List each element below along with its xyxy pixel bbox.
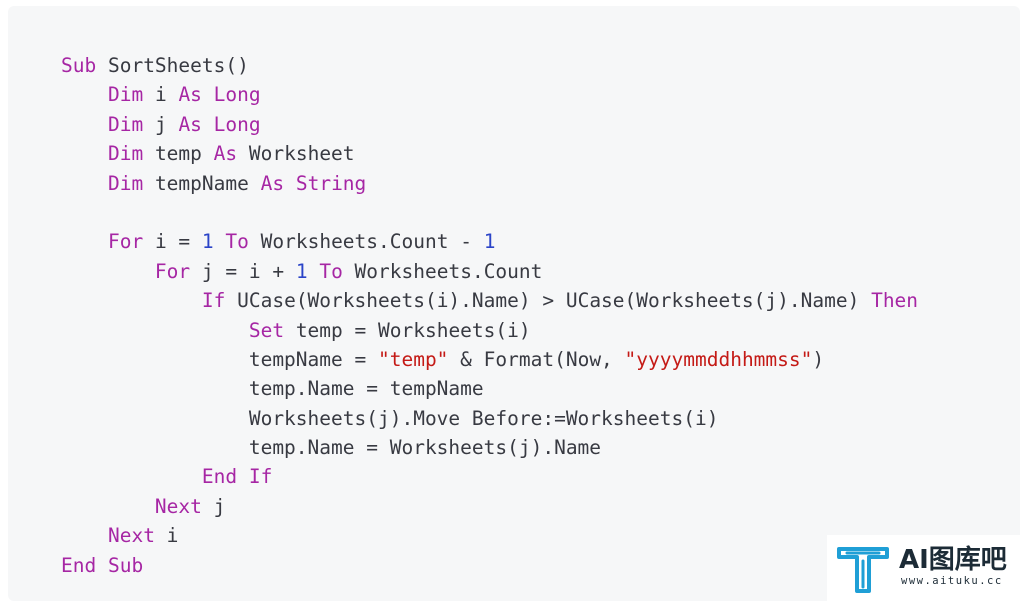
code-line: Next j xyxy=(61,492,918,521)
code-text xyxy=(61,524,108,547)
code-text: & Format(Now, xyxy=(448,347,625,371)
code-line: For j = i + 1 To Worksheets.Count xyxy=(61,257,918,286)
code-text: temp.Name = tempName xyxy=(61,377,484,401)
code-keyword: Long xyxy=(213,83,261,107)
code-text xyxy=(61,465,202,488)
code-text xyxy=(61,495,155,518)
code-text: tempName = xyxy=(61,347,378,371)
code-line: Dim j As Long xyxy=(61,110,918,139)
code-keyword: String xyxy=(295,171,367,195)
code-line: End Sub xyxy=(61,551,918,580)
watermark: AI图库吧 www.aituku.cc xyxy=(827,535,1027,601)
code-keyword: Long xyxy=(213,112,261,136)
code-text: i = xyxy=(143,230,202,254)
code-keyword: Next xyxy=(154,494,202,518)
code-keyword: Set xyxy=(248,318,285,342)
code-keyword: Dim xyxy=(107,83,144,107)
code-keyword: Sub xyxy=(61,54,97,77)
code-keyword: If xyxy=(201,289,226,313)
code-text xyxy=(202,113,214,136)
code-text xyxy=(61,83,108,106)
code-number: 1 xyxy=(483,230,496,254)
code-listing: Sub SortSheets() Dim i As Long Dim j As … xyxy=(61,51,918,580)
code-line: Set temp = Worksheets(i) xyxy=(61,316,918,345)
code-string: "temp" xyxy=(377,347,449,371)
code-keyword: For xyxy=(107,230,144,254)
code-text xyxy=(61,142,108,165)
code-text xyxy=(61,289,202,312)
code-line: Worksheets(j).Move Before:=Worksheets(i) xyxy=(61,404,918,433)
code-text xyxy=(61,113,108,136)
code-text: j = i + xyxy=(190,259,296,283)
code-line: Dim i As Long xyxy=(61,80,918,109)
code-text: SortSheets() xyxy=(96,54,249,77)
code-text: j xyxy=(143,112,179,136)
code-text xyxy=(202,83,214,106)
code-keyword: For xyxy=(154,259,191,283)
code-keyword: As xyxy=(260,171,285,195)
code-keyword: To xyxy=(225,230,249,254)
code-keyword: Next xyxy=(107,524,155,548)
code-text: i xyxy=(154,524,179,548)
code-text xyxy=(61,172,108,195)
code-line: Sub SortSheets() xyxy=(61,51,918,80)
code-text: temp.Name = Worksheets(j).Name xyxy=(61,436,602,460)
code-block: Sub SortSheets() Dim i As Long Dim j As … xyxy=(8,6,1020,601)
code-text xyxy=(284,172,296,195)
watermark-subtitle: www.aituku.cc xyxy=(901,575,1003,587)
code-number: 1 xyxy=(201,230,214,254)
watermark-title: AI图库吧 xyxy=(899,545,1007,575)
code-number: 1 xyxy=(295,259,308,283)
code-line: Dim temp As Worksheet xyxy=(61,139,918,168)
code-keyword: Dim xyxy=(107,171,144,195)
code-line: Dim tempName As String xyxy=(61,169,918,198)
code-text xyxy=(214,230,226,253)
code-line: For i = 1 To Worksheets.Count - 1 xyxy=(61,227,918,256)
code-line: Next i xyxy=(61,521,918,550)
code-text xyxy=(61,260,155,283)
t-letter-logo-icon xyxy=(837,547,889,593)
code-keyword: End If xyxy=(201,465,273,489)
code-text: temp = Worksheets(i) xyxy=(284,318,531,342)
code-text xyxy=(61,230,108,253)
code-text: Worksheets.Count - xyxy=(248,230,484,254)
code-text: ) xyxy=(812,347,825,371)
code-line: temp.Name = Worksheets(j).Name xyxy=(61,433,918,462)
code-text: Worksheets.Count xyxy=(342,259,543,283)
code-text: j xyxy=(201,494,226,518)
code-keyword: Dim xyxy=(107,112,144,136)
code-text: Worksheets(j).Move Before:=Worksheets(i) xyxy=(61,406,719,430)
code-keyword: End Sub xyxy=(61,553,144,577)
code-line: End If xyxy=(61,462,918,491)
code-text xyxy=(308,260,320,283)
code-keyword: As xyxy=(213,142,238,166)
code-keyword: As xyxy=(178,112,202,136)
code-text: i xyxy=(143,83,179,107)
code-keyword: Dim xyxy=(107,142,144,166)
code-keyword: Then xyxy=(871,289,919,313)
code-line: temp.Name = tempName xyxy=(61,374,918,403)
code-string: "yyyymmddhhmmss" xyxy=(624,347,813,371)
code-line: If UCase(Worksheets(i).Name) > UCase(Wor… xyxy=(61,286,918,315)
code-text: UCase(Worksheets(i).Name) > UCase(Worksh… xyxy=(225,289,872,313)
code-line: tempName = "temp" & Format(Now, "yyyymmd… xyxy=(61,345,918,374)
code-text: tempName xyxy=(143,171,261,195)
code-text xyxy=(61,319,249,342)
code-keyword: To xyxy=(319,259,343,283)
code-line xyxy=(61,198,918,227)
code-text: temp xyxy=(143,142,214,166)
code-keyword: As xyxy=(178,83,202,107)
code-text: Worksheet xyxy=(237,142,355,166)
